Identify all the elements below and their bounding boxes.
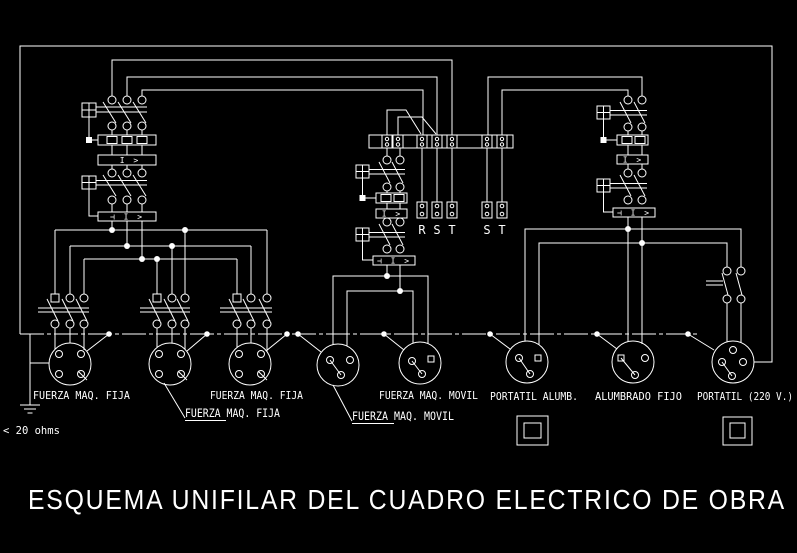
relay-text: ⊣ I > [110, 213, 144, 222]
socket-label-3: FUERZA MAQ. MOVIL [379, 390, 478, 402]
switch-portatil-220 [706, 266, 746, 343]
distribution-left [54, 227, 268, 294]
socket-6 [505, 340, 549, 384]
socket-labels: FUERZA MAQ. FIJA FUERZA MAQ. FIJA FUERZA… [33, 390, 793, 403]
branch-switch-1 [38, 293, 89, 350]
relay-text: ⊣ I > [617, 209, 651, 218]
socket-3 [228, 342, 272, 386]
phase-terminal-posts: R S T S T [416, 148, 508, 237]
callout-fuerza-fija: FUERZA MAQ. FIJA [163, 382, 280, 421]
terminal-strip [368, 134, 514, 149]
top-bus-wires [111, 59, 643, 135]
relay-text: ⊣ I > [377, 257, 411, 266]
relay-text: I > [623, 156, 643, 165]
distribution-right [524, 226, 742, 345]
callout-label-2: FUERZA MAQ. MOVIL [352, 409, 454, 423]
terminal-label-t2: T [498, 223, 505, 237]
socket-label-2: FUERZA MAQ. FIJA [210, 390, 304, 402]
earth-electrode: < 20 ohms [3, 334, 60, 437]
breaker-middle-stack: I > ⊣ I > [355, 148, 416, 291]
relay-text: I > [382, 210, 402, 219]
pe-bus [20, 331, 715, 364]
callout-label-1: FUERZA MAQ. FIJA [185, 406, 280, 420]
socket-label-6: PORTATIL (220 V.) [697, 391, 793, 403]
breaker-left-stack: I > ⊣ I > [81, 95, 157, 259]
branch-switch-2 [140, 293, 190, 349]
socket-2 [148, 342, 192, 386]
socket-7 [611, 340, 655, 384]
socket-label-1: FUERZA MAQ. FIJA [33, 390, 131, 402]
socket-label-5: ALUMBRADO FIJO [595, 391, 682, 403]
socket-8 [711, 340, 755, 384]
breaker-right-stack: I > ⊣ I > [596, 95, 656, 243]
class2-symbol-left [516, 415, 549, 446]
socket-label-4: PORTATIL ALUMB. [490, 391, 578, 403]
drawing-title: ESQUEMA UNIFILAR DEL CUADRO ELECTRICO DE… [28, 484, 786, 515]
relay-text: I > [120, 156, 140, 165]
callout-fuerza-movil: FUERZA MAQ. MOVIL [332, 384, 454, 424]
terminal-label-s: S [433, 223, 440, 237]
terminal-label-r: R [418, 223, 426, 237]
terminal-label-s2: S [483, 223, 490, 237]
class2-symbol-right [722, 416, 753, 446]
terminal-label-t: T [448, 223, 455, 237]
branch-switch-3 [220, 293, 272, 352]
earth-resistance-note: < 20 ohms [3, 425, 60, 437]
socket-4 [316, 343, 360, 387]
socket-1 [48, 342, 92, 386]
socket-5 [398, 341, 442, 385]
distribution-middle [332, 273, 429, 346]
panel-border-earth-ring [19, 45, 773, 363]
